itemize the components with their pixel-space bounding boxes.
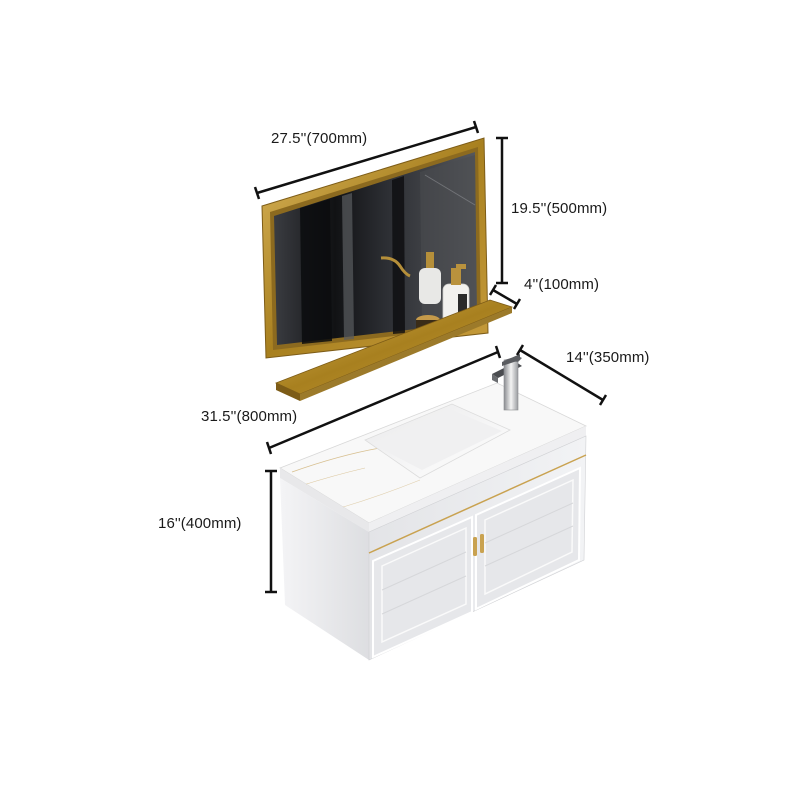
dimension-lines bbox=[253, 120, 608, 594]
faucet bbox=[492, 354, 522, 411]
door-handle-left bbox=[473, 537, 477, 556]
door-handle-right bbox=[480, 534, 484, 553]
mirror-width-label: 27.5''(700mm) bbox=[271, 130, 368, 147]
mirror-shelf bbox=[274, 299, 514, 401]
vanity-cabinet bbox=[279, 382, 587, 661]
vanity-width-label: 31.5''(800mm) bbox=[201, 408, 298, 425]
mirror-height-label: 19.5''(500mm) bbox=[511, 200, 608, 217]
shelf-depth-label: 4''(100mm) bbox=[524, 276, 600, 293]
vanity-depth-label: 14''(350mm) bbox=[566, 349, 650, 366]
vanity-height-label: 16''(400mm) bbox=[158, 515, 242, 532]
